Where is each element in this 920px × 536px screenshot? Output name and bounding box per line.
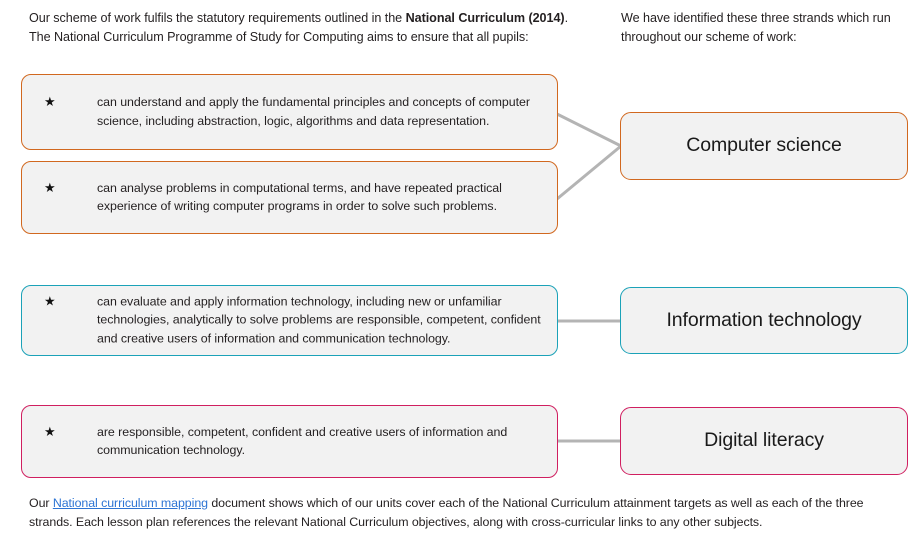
bullet-text: can analyse problems in computational te… [97, 180, 502, 214]
bullet-row: ★ can evaluate and apply information tec… [22, 292, 557, 349]
intro-left-post: . The National Curriculum Programme of S… [29, 11, 569, 45]
intro-paragraph-left: Our scheme of work fulfils the statutory… [29, 9, 574, 47]
bullet-row: ★ are responsible, competent, confident … [22, 423, 557, 461]
intro-paragraph-right: We have identified these three strands w… [621, 11, 891, 45]
strand-label: Digital literacy [704, 429, 824, 452]
intro-left-bold: National Curriculum (2014) [405, 11, 565, 25]
strand-box-information-technology[interactable]: Information technology [620, 287, 908, 354]
strand-label: Information technology [666, 308, 862, 331]
strand-label: Computer science [686, 134, 842, 157]
star-icon: ★ [44, 293, 56, 309]
bullet-row: ★ can understand and apply the fundament… [22, 93, 557, 131]
bullet-text: are responsible, competent, confident an… [97, 424, 508, 458]
footer-post: document shows which of our units cover … [29, 496, 864, 530]
bullet-text: can evaluate and apply information techn… [97, 294, 541, 346]
bullet-box-digital-literacy[interactable]: ★ are responsible, competent, confident … [21, 405, 558, 478]
strand-box-computer-science[interactable]: Computer science [620, 112, 908, 180]
bullet-box-computer-science-2[interactable]: ★ can analyse problems in computational … [21, 161, 558, 234]
national-curriculum-mapping-link[interactable]: National curriculum mapping [52, 496, 208, 510]
star-icon: ★ [44, 179, 56, 195]
bullet-text: can understand and apply the fundamental… [97, 95, 530, 128]
connector-bullet2-to-computer-science [556, 144, 622, 201]
intro-left-pre: Our scheme of work fulfils the statutory… [29, 11, 406, 25]
strand-box-digital-literacy[interactable]: Digital literacy [620, 407, 908, 475]
bullet-box-computer-science-1[interactable]: ★ can understand and apply the fundament… [21, 74, 558, 150]
footer-paragraph: Our National curriculum mapping document… [29, 494, 887, 532]
footer-pre: Our [29, 496, 53, 510]
star-icon: ★ [44, 94, 56, 110]
bullet-box-information-technology[interactable]: ★ can evaluate and apply information tec… [21, 285, 558, 356]
connector-bullet1-to-computer-science [556, 112, 622, 148]
star-icon: ★ [44, 423, 56, 439]
bullet-row: ★ can analyse problems in computational … [22, 179, 557, 217]
